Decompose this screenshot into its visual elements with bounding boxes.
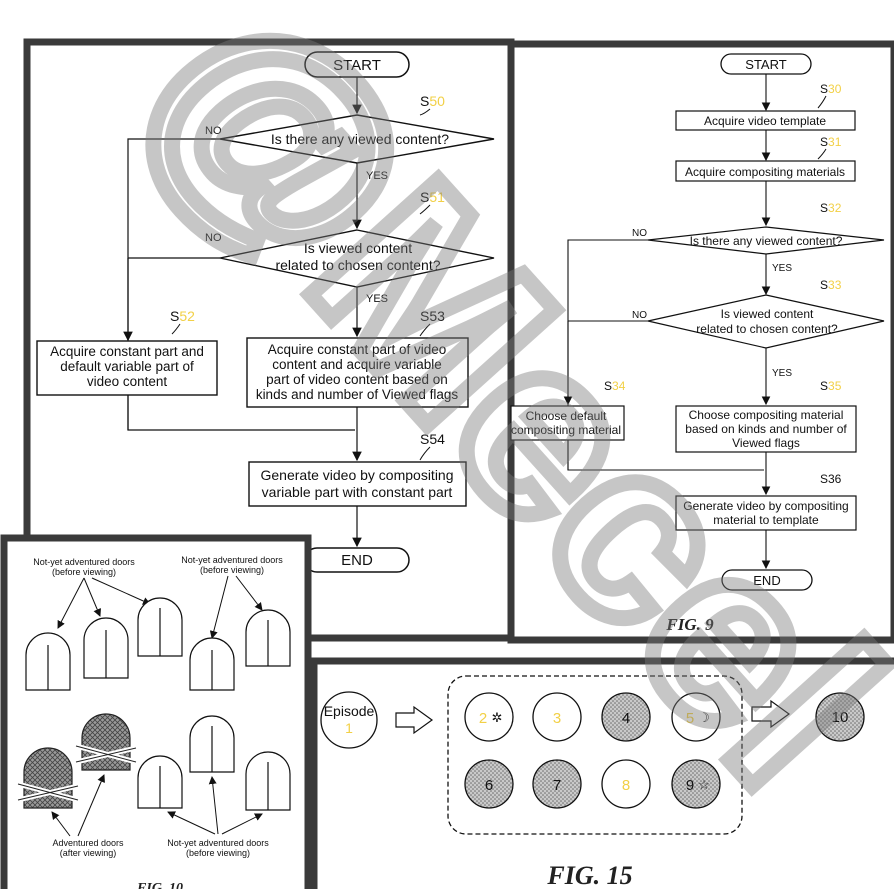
episode-node-number-7: 7 [553, 777, 561, 794]
fig10-bottom-right-label-2: (before viewing) [186, 848, 250, 858]
episode-node-5 [671, 692, 721, 742]
decision-s51-line2: related to chosen content? [275, 257, 440, 273]
episode-number: 1 [345, 720, 353, 736]
fig10-bottom-left-label-1: Adventured doors [52, 838, 124, 848]
episode-label: Episode [324, 703, 375, 719]
fig10-top-right-label-1: Not-yet adventured doors [181, 555, 283, 565]
end-terminal-right [721, 569, 813, 591]
process-s31-text: Acquire compositing materials [685, 165, 845, 179]
episode-node-number-6: 6 [485, 777, 493, 794]
process-s54-line1: Generate video by compositing [261, 467, 454, 483]
process-s53-line3: part of video content based on [266, 372, 448, 387]
start-label-right: START [745, 57, 786, 72]
decision-s51-line1: Is viewed content [304, 240, 412, 256]
step-label-s31: S31 [820, 135, 842, 149]
yes-label-s32: YES [772, 263, 792, 274]
fig10-label: FIG. 10 [136, 881, 183, 889]
fig10-doors-panel: Not-yet adventured doors (before viewing… [0, 534, 312, 889]
episode-node-7 [532, 759, 582, 809]
episode-node-mark-icon-2: ✲ [492, 710, 503, 725]
process-s35-line2: based on kinds and number of [685, 422, 847, 436]
episode-node-number-9: 9 [686, 777, 694, 794]
process-s36-line2: material to template [713, 513, 819, 527]
decision-s33-line2: related to chosen content? [696, 322, 838, 336]
episode-node-number-4: 4 [622, 710, 630, 727]
episode-node-number-3: 3 [553, 710, 561, 727]
process-s34-line1: Choose default [526, 409, 607, 423]
episode-node-2 [464, 692, 514, 742]
episode-node-6 [464, 759, 514, 809]
fig10-top-left-label-1: Not-yet adventured doors [33, 557, 135, 567]
no-label-s51: NO [205, 232, 222, 244]
yes-label-s50: YES [366, 170, 388, 182]
fig10-top-left-label-2: (before viewing) [52, 567, 116, 577]
process-s53 [246, 337, 469, 408]
process-s34-line2: compositing material [511, 423, 621, 437]
step-label-s36: S36 [820, 472, 842, 486]
end-label-right: END [753, 573, 780, 588]
step-label-s50: S50 [420, 93, 445, 109]
fig10-bottom-right-label-1: Not-yet adventured doors [167, 838, 269, 848]
process-s54 [248, 461, 467, 507]
fig10-bottom-left-label-2: (after viewing) [60, 848, 117, 858]
process-s36 [675, 495, 857, 531]
episode-node-number-2: 2 [479, 710, 487, 727]
decision-s50-text: Is there any viewed content? [271, 131, 449, 147]
step-label-s30: S30 [820, 82, 842, 96]
arrow-right-icon-1 [395, 705, 434, 735]
node-final-number: 10 [832, 709, 849, 726]
episode-node-number-5: 5 [686, 710, 694, 727]
process-s54-line2: variable part with constant part [262, 484, 453, 500]
node-final [815, 692, 865, 742]
decision-s32-text: Is there any viewed content? [690, 234, 843, 248]
episode-node-9 [671, 759, 721, 809]
process-s35-line3: Viewed flags [732, 436, 800, 450]
episode-node-8 [601, 759, 651, 809]
step-label-s53: S53 [420, 308, 445, 324]
fig10-top-right-label-2: (before viewing) [200, 565, 264, 575]
fig15-label: FIG. 15 [546, 861, 632, 889]
process-s30-text: Acquire video template [704, 114, 826, 128]
episode-group [447, 675, 743, 835]
step-label-s51: S51 [420, 189, 445, 205]
process-s53-line2: content and acquire variable [272, 357, 442, 372]
episode-node-4 [601, 692, 651, 742]
yes-label-s51: YES [366, 293, 388, 305]
fig15-panel: Episode 1 2 ✲ 3 4 5 ☽ 6 7 8 9 ☆ 10 FIG. 15 [310, 657, 894, 889]
step-label-s35: S35 [820, 379, 842, 393]
episode-node-mark-icon-5: ☽ [698, 710, 710, 725]
fig9-label: FIG. 9 [665, 615, 714, 634]
episode-node-3 [532, 692, 582, 742]
step-label-s33: S33 [820, 278, 842, 292]
process-s52-line3: video content [87, 374, 168, 389]
episode-node-mark-icon-9: ☆ [698, 777, 710, 792]
process-s35-line1: Choose compositing material [689, 408, 844, 422]
step-label-s54: S54 [420, 431, 445, 447]
yes-label-s33: YES [772, 368, 792, 379]
process-s53-line1: Acquire constant part of video [268, 342, 447, 357]
episode-node [320, 691, 378, 749]
flowchart-right-panel: START S30 Acquire video template S31 Acq… [507, 40, 894, 644]
fig15-node-grid: 2 ✲ 3 4 5 ☽ 6 7 8 9 ☆ [464, 692, 721, 809]
no-label-s32: NO [632, 228, 647, 239]
door-adventured-2 [81, 713, 131, 771]
process-s52-line2: default variable part of [60, 359, 194, 374]
decision-s33-line1: Is viewed content [721, 307, 814, 321]
process-s52-line1: Acquire constant part and [50, 344, 204, 359]
process-s36-line1: Generate video by compositing [683, 499, 848, 513]
arrow-right-icon-2 [751, 699, 791, 729]
end-label-left: END [341, 552, 373, 569]
start-label-left: START [333, 57, 381, 74]
process-s52 [36, 340, 218, 396]
step-label-s52: S52 [170, 308, 195, 324]
no-label-s33: NO [632, 310, 647, 321]
no-label-s50: NO [205, 125, 222, 137]
episode-node-number-8: 8 [622, 777, 630, 794]
process-s53-line4: kinds and number of Viewed flags [256, 387, 459, 402]
step-label-s34: S34 [604, 379, 626, 393]
step-label-s32: S32 [820, 201, 842, 215]
